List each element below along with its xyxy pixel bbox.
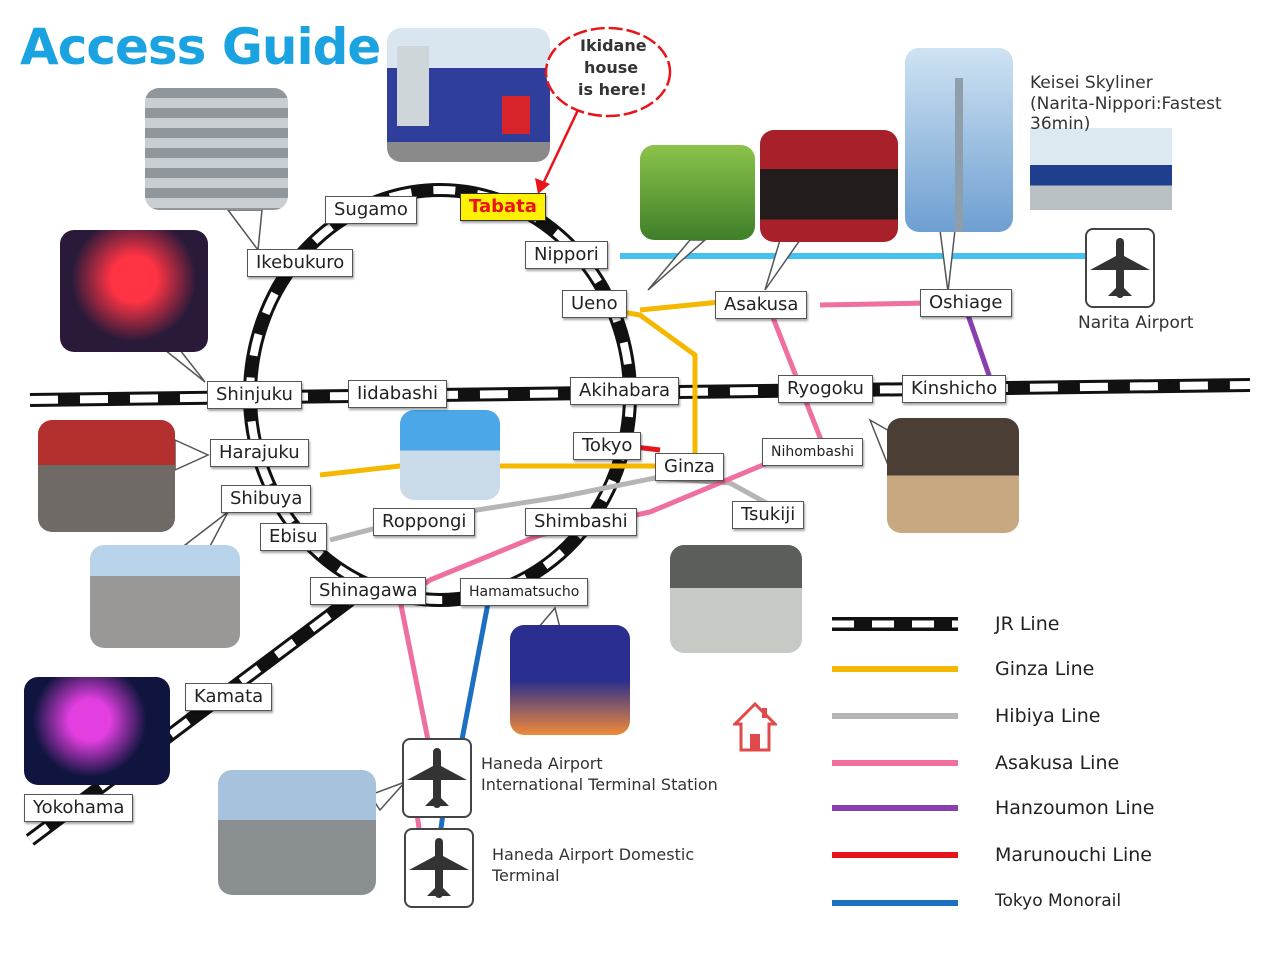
- station-roppongi[interactable]: Roppongi: [373, 508, 476, 536]
- plane-icon: [1090, 238, 1150, 298]
- station-tabata[interactable]: Tabata: [460, 193, 546, 221]
- station-tokyo[interactable]: Tokyo: [573, 432, 642, 460]
- station-iidabashi[interactable]: Iidabashi: [348, 380, 448, 408]
- haneda-intl-box[interactable]: [402, 738, 472, 818]
- station-nihombashi[interactable]: Nihombashi: [762, 438, 863, 466]
- callout-line3: is here!: [578, 80, 647, 99]
- station-asakusa[interactable]: Asakusa: [715, 291, 808, 319]
- skyliner-detail: (Narita-Nippori:Fastest 36min): [1030, 94, 1222, 134]
- photo-yokohama: [24, 677, 170, 785]
- legend-swatches: [832, 617, 958, 906]
- photo-shibuya: [90, 545, 240, 648]
- narita-airport-box[interactable]: [1085, 228, 1155, 308]
- house-icon: [733, 701, 777, 752]
- station-shibuya[interactable]: Shibuya: [221, 485, 312, 513]
- station-ryogoku[interactable]: Ryogoku: [778, 375, 873, 403]
- haneda-intl-label-1: Haneda Airport: [481, 754, 603, 773]
- photo-ueno: [640, 145, 755, 240]
- plane-icon: [407, 748, 467, 808]
- photo-haneda: [218, 770, 376, 895]
- station-hamamatsucho[interactable]: Hamamatsucho: [460, 578, 589, 606]
- station-kinshicho[interactable]: Kinshicho: [902, 375, 1007, 403]
- station-ueno[interactable]: Ueno: [562, 290, 627, 318]
- photo-skytree: [905, 48, 1013, 232]
- photo-harajuku: [38, 420, 175, 532]
- station-akihabara[interactable]: Akihabara: [570, 377, 680, 405]
- photo-shinjuku: [60, 230, 208, 352]
- station-sugamo[interactable]: Sugamo: [325, 196, 417, 224]
- photo-tsukiji: [670, 545, 802, 653]
- thought-cloud-icon: [544, 26, 672, 118]
- page-title: Access Guide: [20, 18, 381, 76]
- legend-label-monorail: Tokyo Monorail: [995, 891, 1122, 911]
- callout-line2: house: [584, 58, 639, 77]
- haneda-domestic-label-1: Haneda Airport Domestic: [492, 845, 695, 864]
- legend-label-marunouchi: Marunouchi Line: [995, 844, 1153, 866]
- legend-label-jr: JR Line: [995, 613, 1060, 635]
- photo-ikebukuro: [145, 88, 288, 210]
- plane-icon: [409, 838, 469, 898]
- station-yokohama[interactable]: Yokohama: [24, 794, 134, 822]
- station-oshiage[interactable]: Oshiage: [920, 289, 1012, 317]
- photo-asakusa: [760, 130, 898, 242]
- legend-label-asakusa: Asakusa Line: [995, 752, 1120, 774]
- station-ginza[interactable]: Ginza: [655, 453, 724, 481]
- station-ebisu[interactable]: Ebisu: [260, 523, 327, 551]
- legend-label-hibiya: Hibiya Line: [995, 705, 1101, 727]
- station-shinagawa[interactable]: Shinagawa: [310, 577, 427, 605]
- station-kamata[interactable]: Kamata: [185, 683, 273, 711]
- station-shimbashi[interactable]: Shimbashi: [525, 508, 637, 536]
- legend-label-hanzoumon: Hanzoumon Line: [995, 797, 1155, 819]
- haneda-domestic-box[interactable]: [404, 828, 474, 908]
- haneda-intl-label-2: International Terminal Station: [481, 775, 718, 794]
- photo-roppongi: [400, 410, 500, 500]
- photo-ikidane-house: [387, 28, 550, 162]
- callout-line1: Ikidane: [580, 36, 647, 55]
- station-shinjuku[interactable]: Shinjuku: [207, 381, 302, 409]
- station-ikebukuro[interactable]: Ikebukuro: [247, 249, 354, 277]
- legend: [830, 608, 1250, 918]
- station-harajuku[interactable]: Harajuku: [210, 439, 309, 467]
- photo-ryogoku: [887, 418, 1019, 533]
- skyliner-name: Keisei Skyliner: [1030, 73, 1153, 93]
- photo-tokyo-tower: [510, 625, 630, 735]
- photo-skyliner: [1030, 128, 1172, 210]
- station-tsukiji[interactable]: Tsukiji: [732, 501, 805, 529]
- station-nippori[interactable]: Nippori: [525, 241, 608, 269]
- haneda-domestic-label-2: Terminal: [492, 866, 560, 885]
- legend-label-ginza: Ginza Line: [995, 658, 1095, 680]
- narita-airport-label: Narita Airport: [1078, 313, 1194, 333]
